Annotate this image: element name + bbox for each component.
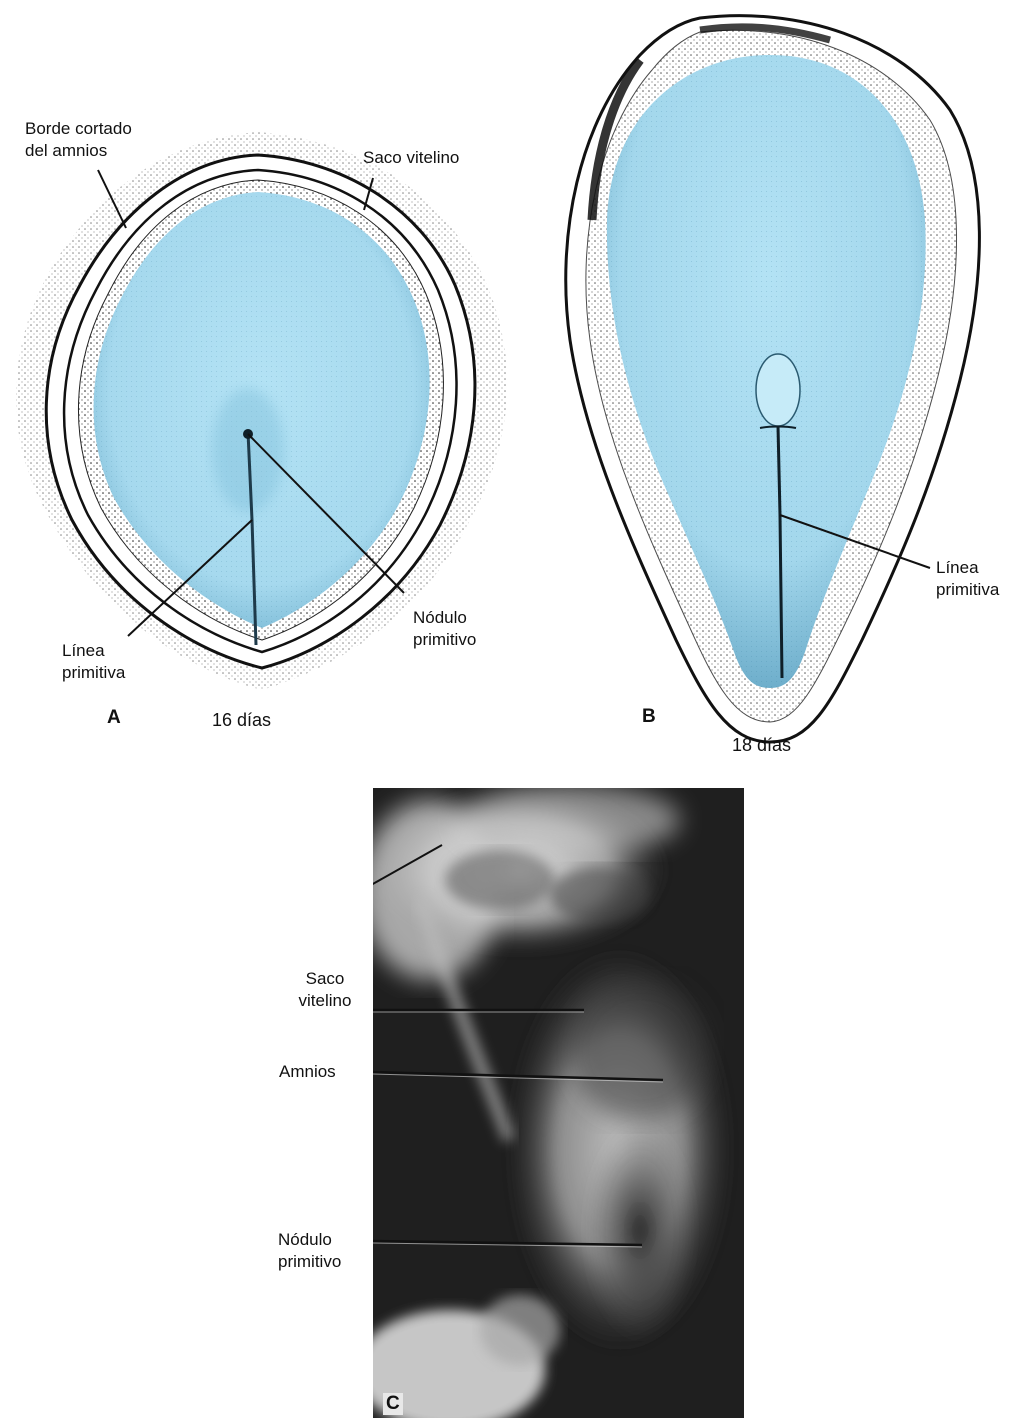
label-primitive-node-a-line1: Nódulo — [413, 607, 476, 629]
primitive-node-b — [756, 354, 800, 426]
label-primitive-node-c-line1: Nódulo — [278, 1229, 341, 1251]
label-amnion-cut-edge: Borde cortado del amnios — [25, 118, 132, 162]
label-primitive-node-c: Nódulo primitivo — [278, 1229, 341, 1273]
label-yolk-sac-a: Saco vitelino — [363, 147, 459, 169]
panel-letter-c: C — [383, 1393, 403, 1415]
panel-b-drawing — [566, 16, 980, 742]
label-amnion-c: Amnios — [279, 1061, 336, 1083]
age-label-a: 16 días — [212, 710, 271, 731]
label-primitive-streak-a-line2: primitiva — [62, 662, 125, 684]
label-primitive-streak-a: Línea primitiva — [62, 640, 125, 684]
label-amnion-cut-edge-line1: Borde cortado — [25, 118, 132, 140]
label-primitive-streak-b: Línea primitiva — [936, 557, 999, 601]
label-yolk-sac-c-line2: vitelino — [280, 990, 370, 1012]
label-yolk-sac-c: Saco vitelino — [280, 968, 370, 1012]
label-primitive-streak-b-line1: Línea — [936, 557, 999, 579]
panel-letter-a: A — [107, 707, 121, 729]
panel-letter-b: B — [642, 706, 656, 728]
label-amnion-cut-edge-line2: del amnios — [25, 140, 132, 162]
age-label-b: 18 días — [732, 735, 791, 756]
label-yolk-sac-a-text: Saco vitelino — [363, 148, 459, 167]
label-primitive-node-c-line2: primitivo — [278, 1251, 341, 1273]
label-primitive-streak-a-line1: Línea — [62, 640, 125, 662]
label-primitive-node-a-line2: primitivo — [413, 629, 476, 651]
label-primitive-streak-b-line2: primitiva — [936, 579, 999, 601]
panel-c-photo — [355, 785, 744, 1418]
label-yolk-sac-c-line1: Saco — [280, 968, 370, 990]
label-amnion-c-text: Amnios — [279, 1062, 336, 1081]
label-primitive-node-a: Nódulo primitivo — [413, 607, 476, 651]
